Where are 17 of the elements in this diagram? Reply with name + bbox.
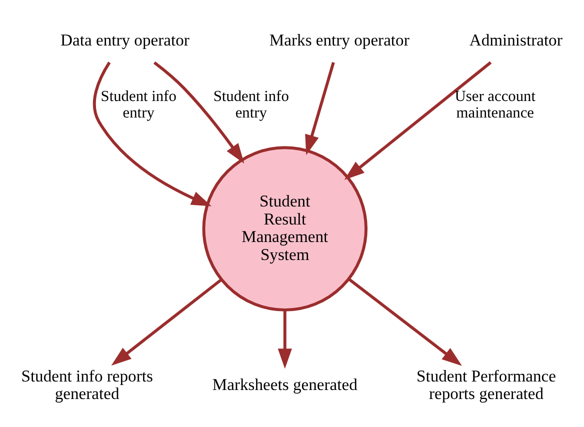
node-text: Student Performance reports generated [416,366,556,403]
arrow [344,60,492,180]
node-text: Marks entry operator [269,30,410,49]
arrow [111,278,222,366]
node-text: Data entry operator [60,30,190,49]
arrow [153,60,244,163]
edge-label: Student info entry [100,87,176,121]
node-text: Administrator [469,30,562,49]
arrow [348,278,462,366]
arrow [305,62,335,155]
arrow [278,310,292,368]
node-circle: Student Result Management System [202,146,368,311]
edge-label: User account maintenance [454,87,536,121]
edge-label: Student info entry [213,87,289,121]
node-text: Student info reports generated [21,366,153,403]
arrow [92,61,212,206]
node-text: Marksheets generated [212,374,358,394]
